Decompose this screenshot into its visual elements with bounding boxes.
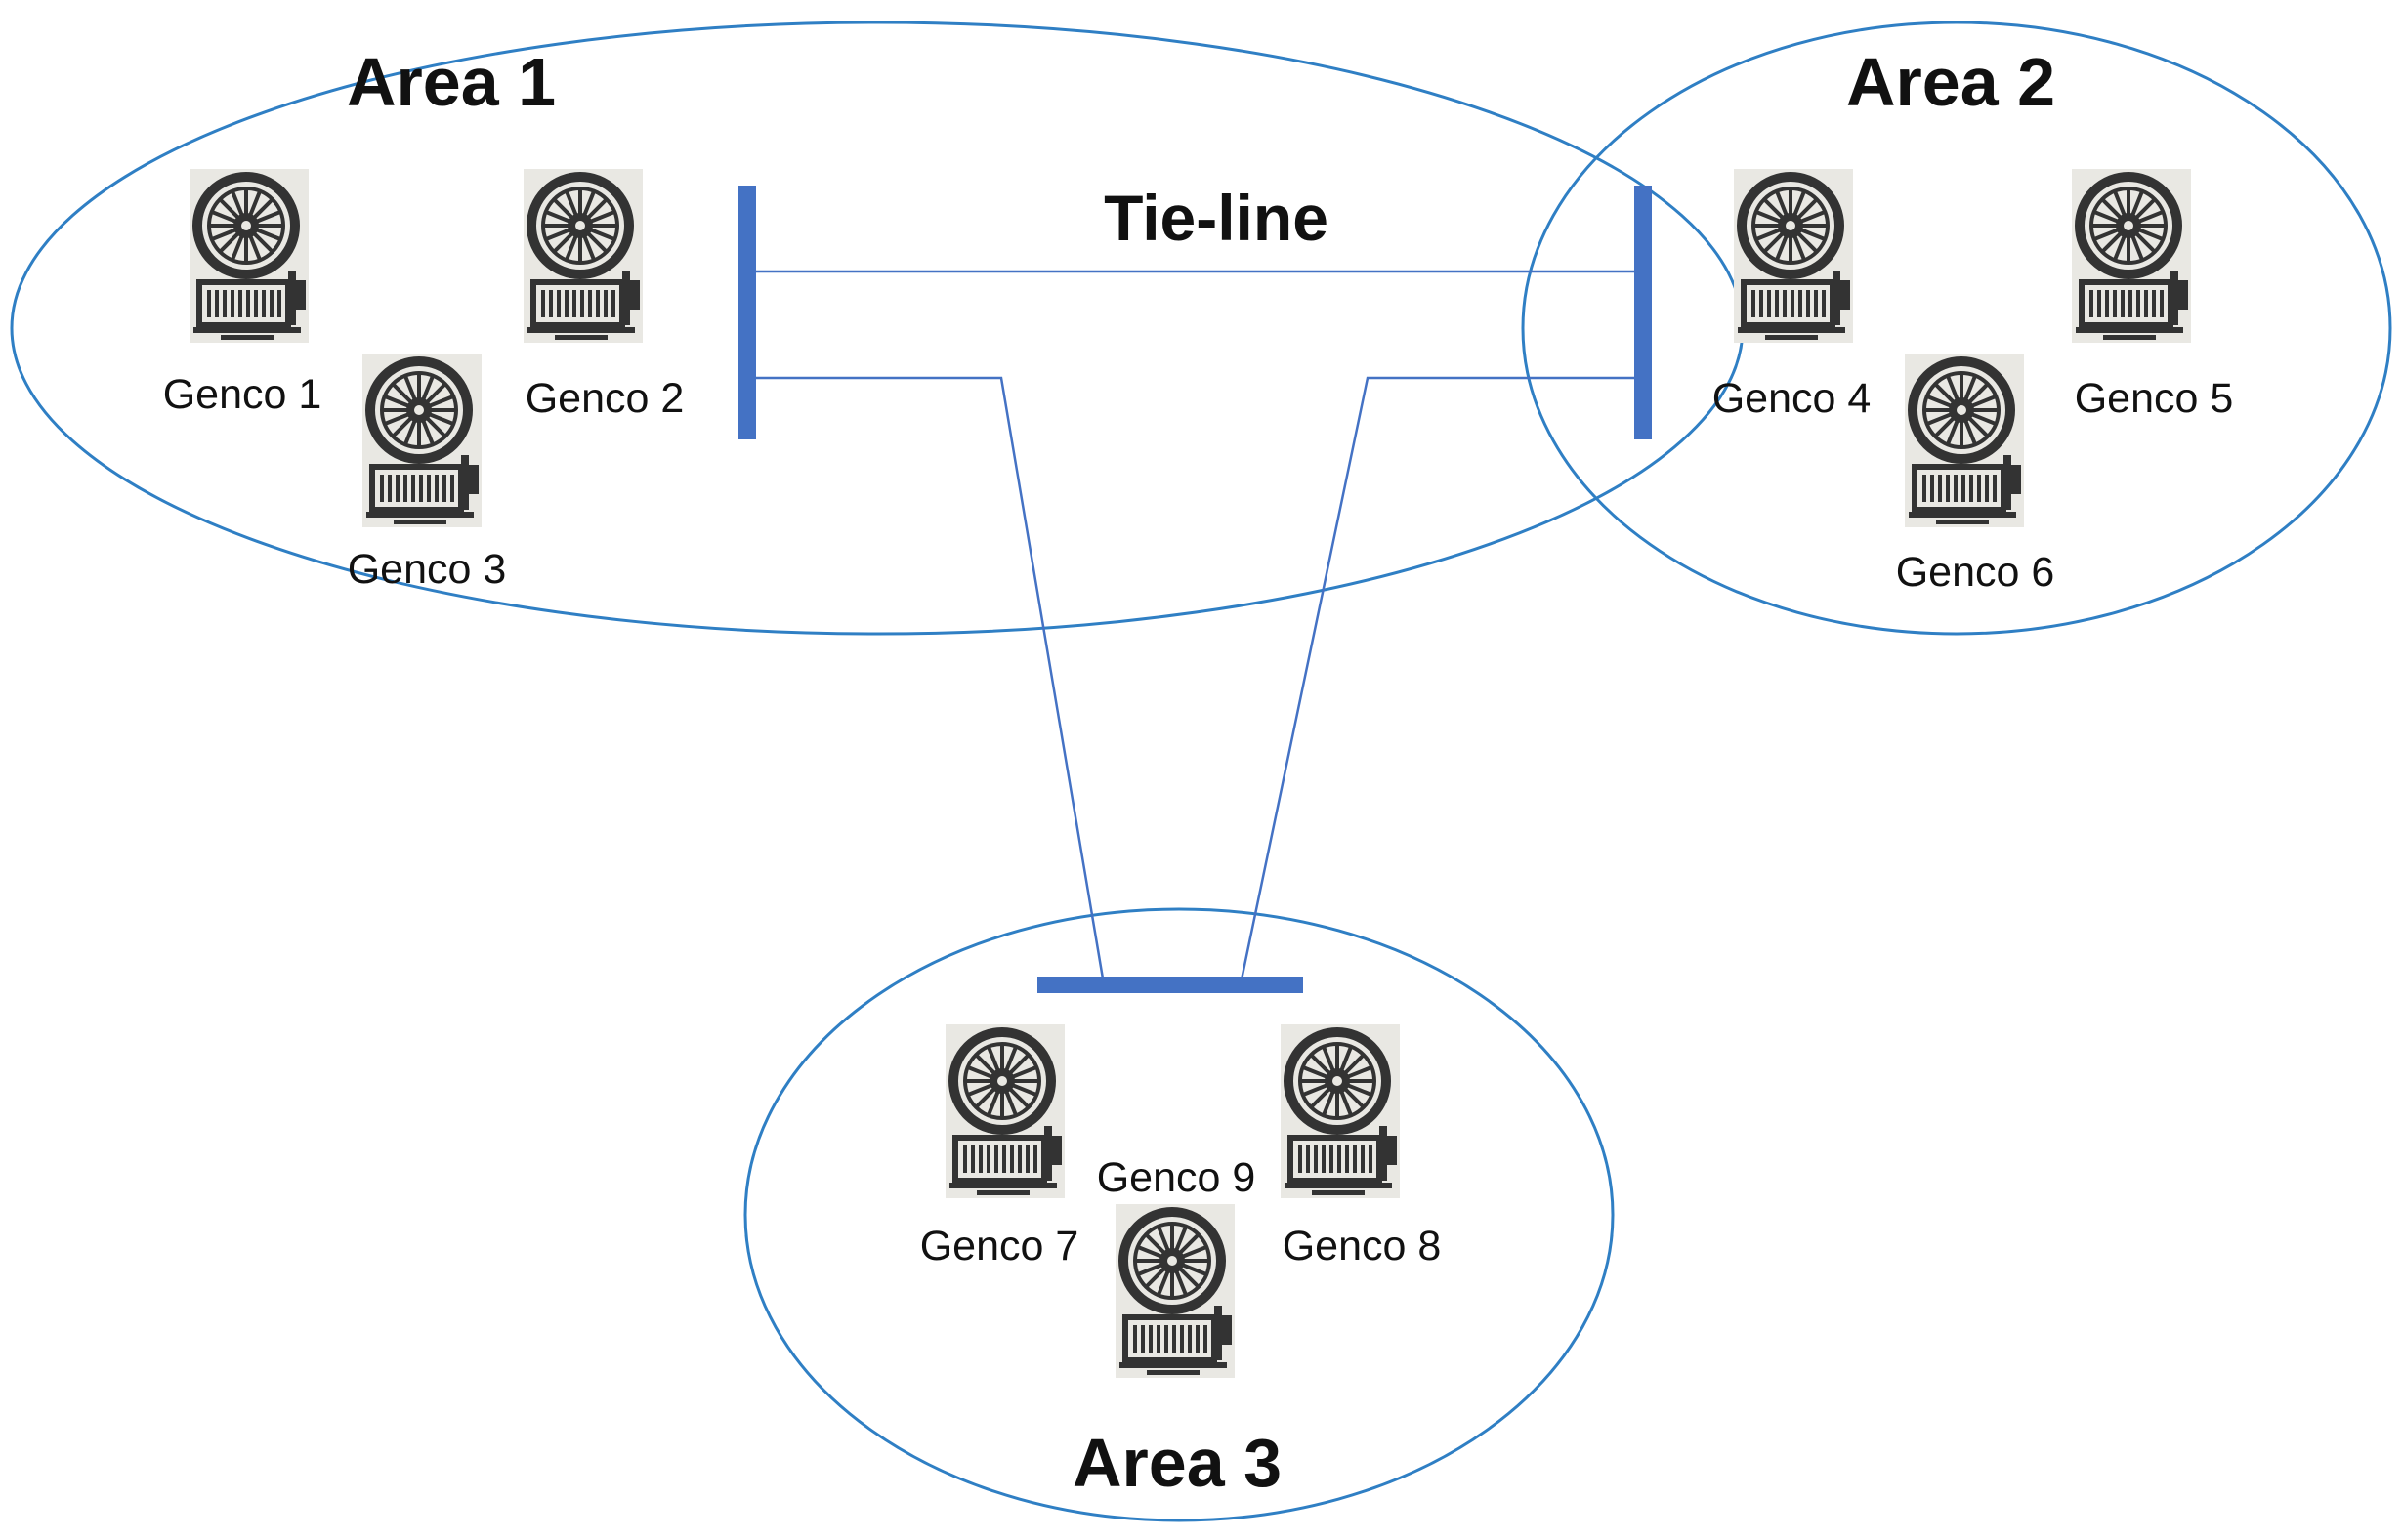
area-3-boundary [743,907,1615,1522]
generator-icon [1116,1204,1235,1378]
area-2-label: Area 2 [1846,44,2055,120]
tie-line-area2-area3 [1239,376,1644,985]
area-1-label: Area 1 [347,44,556,120]
genco-7-label: Genco 7 [920,1223,1079,1269]
genco-8-label: Genco 8 [1283,1223,1442,1269]
generator-icon [1281,1024,1400,1198]
area-1-busbar [738,186,756,439]
generator-icon [362,354,482,527]
genco-4-label: Genco 4 [1712,375,1872,422]
genco-6-label: Genco 6 [1896,549,2055,596]
genco-2-label: Genco 2 [526,375,685,422]
generator-icon [1905,354,2024,527]
area-3-busbar [1037,977,1303,993]
generator-icon [946,1024,1065,1198]
tie-line-area1-area3 [748,376,1106,985]
genco-1-label: Genco 1 [163,371,322,418]
generator-icon [524,169,643,343]
genco-3-label: Genco 3 [348,546,507,593]
area-2-busbar [1634,186,1652,439]
area-2-boundary [1521,21,2392,636]
genco-5-label: Genco 5 [2075,375,2234,422]
generator-icon [190,169,309,343]
area-3-label: Area 3 [1073,1425,1282,1501]
generator-icon [1734,169,1853,343]
generator-icon [2072,169,2191,343]
tie-line-label: Tie-line [1104,182,1328,254]
genco-9-label: Genco 9 [1097,1154,1256,1201]
